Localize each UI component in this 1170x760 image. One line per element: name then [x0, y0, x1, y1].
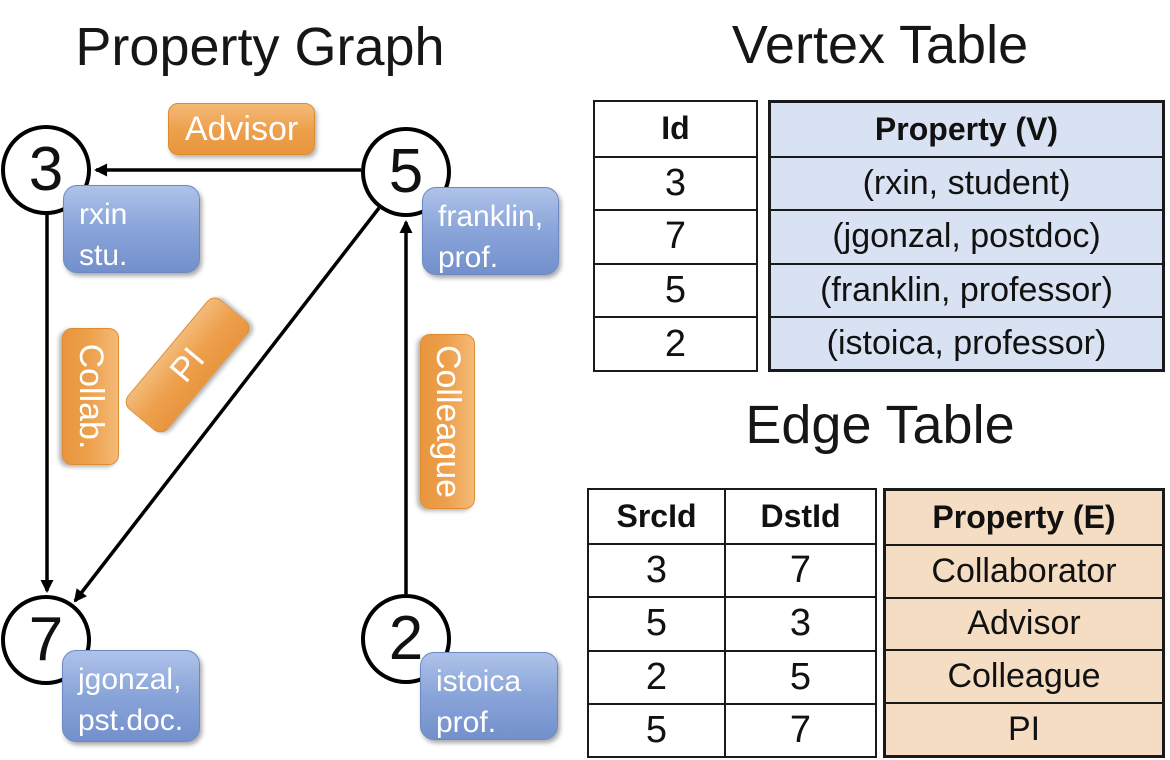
edge-label-colleague: Colleague [420, 334, 475, 509]
edge-table-title: Edge Table [745, 395, 1015, 455]
vertex-property-line: prof. [436, 705, 497, 739]
vertex-table-cell-id: 2 [595, 316, 756, 370]
node-5-id: 5 [388, 137, 424, 206]
edge-table-header-property: Property (E) [932, 498, 1116, 535]
vertex-property-line: jgonzal, [78, 663, 182, 696]
vertex-table-cell-property: (istoica, professor) [771, 315, 1162, 369]
vertex-table-cell-property: (rxin, student) [771, 156, 1162, 209]
property-graph-title: Property Graph [75, 17, 445, 77]
edge-table-cell-property: Colleague [886, 649, 1162, 702]
vertex-property-box-jgonzal: jgonzal, pst.doc. [62, 650, 200, 742]
edge-table-cell-dstid: 7 [724, 702, 875, 756]
vertex-property-line: stu. [79, 238, 128, 272]
edge-table-cell-dstid: 7 [724, 543, 875, 597]
edge-table-cell-srcid: 3 [589, 543, 724, 596]
vertex-property-line: pst.doc. [78, 703, 184, 737]
graph-node-3: 3 [1, 125, 91, 215]
edge-pi-5-to-7 [73, 206, 381, 603]
vertex-property-line: franklin, [438, 200, 544, 233]
vertex-table-title: Vertex Table [731, 15, 1029, 75]
vertex-property-box-franklin: franklin, prof. [422, 187, 559, 275]
node-3-id: 3 [28, 135, 64, 204]
vertex-table-header-id: Id [661, 110, 690, 147]
edge-table-cell-property: Collaborator [886, 543, 1162, 597]
edge-label-collab: Collab. [62, 328, 119, 465]
edge-table-cell-property: PI [886, 702, 1162, 755]
vertex-table-cell-id: 5 [595, 262, 756, 317]
edge-table-cell-srcid: 5 [589, 596, 724, 649]
vertex-table-cell-property: (franklin, professor) [771, 262, 1162, 316]
edge-table-cell-srcid: 5 [589, 702, 724, 756]
node-2-id: 2 [388, 604, 424, 673]
vertex-table-header-property: Property (V) [874, 111, 1059, 148]
vertex-property-line: istoica [436, 665, 522, 698]
edge-table-id-columns: SrcId DstId 3 7 5 3 2 5 5 7 [587, 488, 877, 758]
vertex-table-id-column: Id 3 7 5 2 [593, 100, 758, 372]
edge-table-header-dstid: DstId [724, 490, 875, 544]
vertex-table-cell-property: (jgonzal, postdoc) [771, 209, 1162, 262]
edge-table-cell-property: Advisor [886, 596, 1162, 650]
vertex-property-line: prof. [438, 240, 499, 274]
node-7-id: 7 [28, 605, 64, 674]
edge-label-advisor: Advisor [168, 103, 315, 155]
edge-table-header-srcid: SrcId [616, 498, 697, 535]
vertex-table-cell-id: 3 [595, 155, 756, 210]
edge-table-cell-srcid: 2 [589, 649, 724, 703]
edge-table-cell-dstid: 5 [724, 649, 875, 703]
vertex-table-property-column: Property (V) (rxin, student) (jgonzal, p… [768, 100, 1165, 372]
vertex-property-box-istoica: istoica prof. [420, 652, 558, 740]
vertex-property-box-rxin: rxin stu. [63, 185, 200, 273]
edge-table-property-column: Property (E) Collaborator Advisor Collea… [883, 488, 1165, 758]
edge-table-cell-dstid: 3 [724, 596, 875, 650]
vertex-table-cell-id: 7 [595, 209, 756, 263]
vertex-property-line: rxin [79, 198, 128, 231]
